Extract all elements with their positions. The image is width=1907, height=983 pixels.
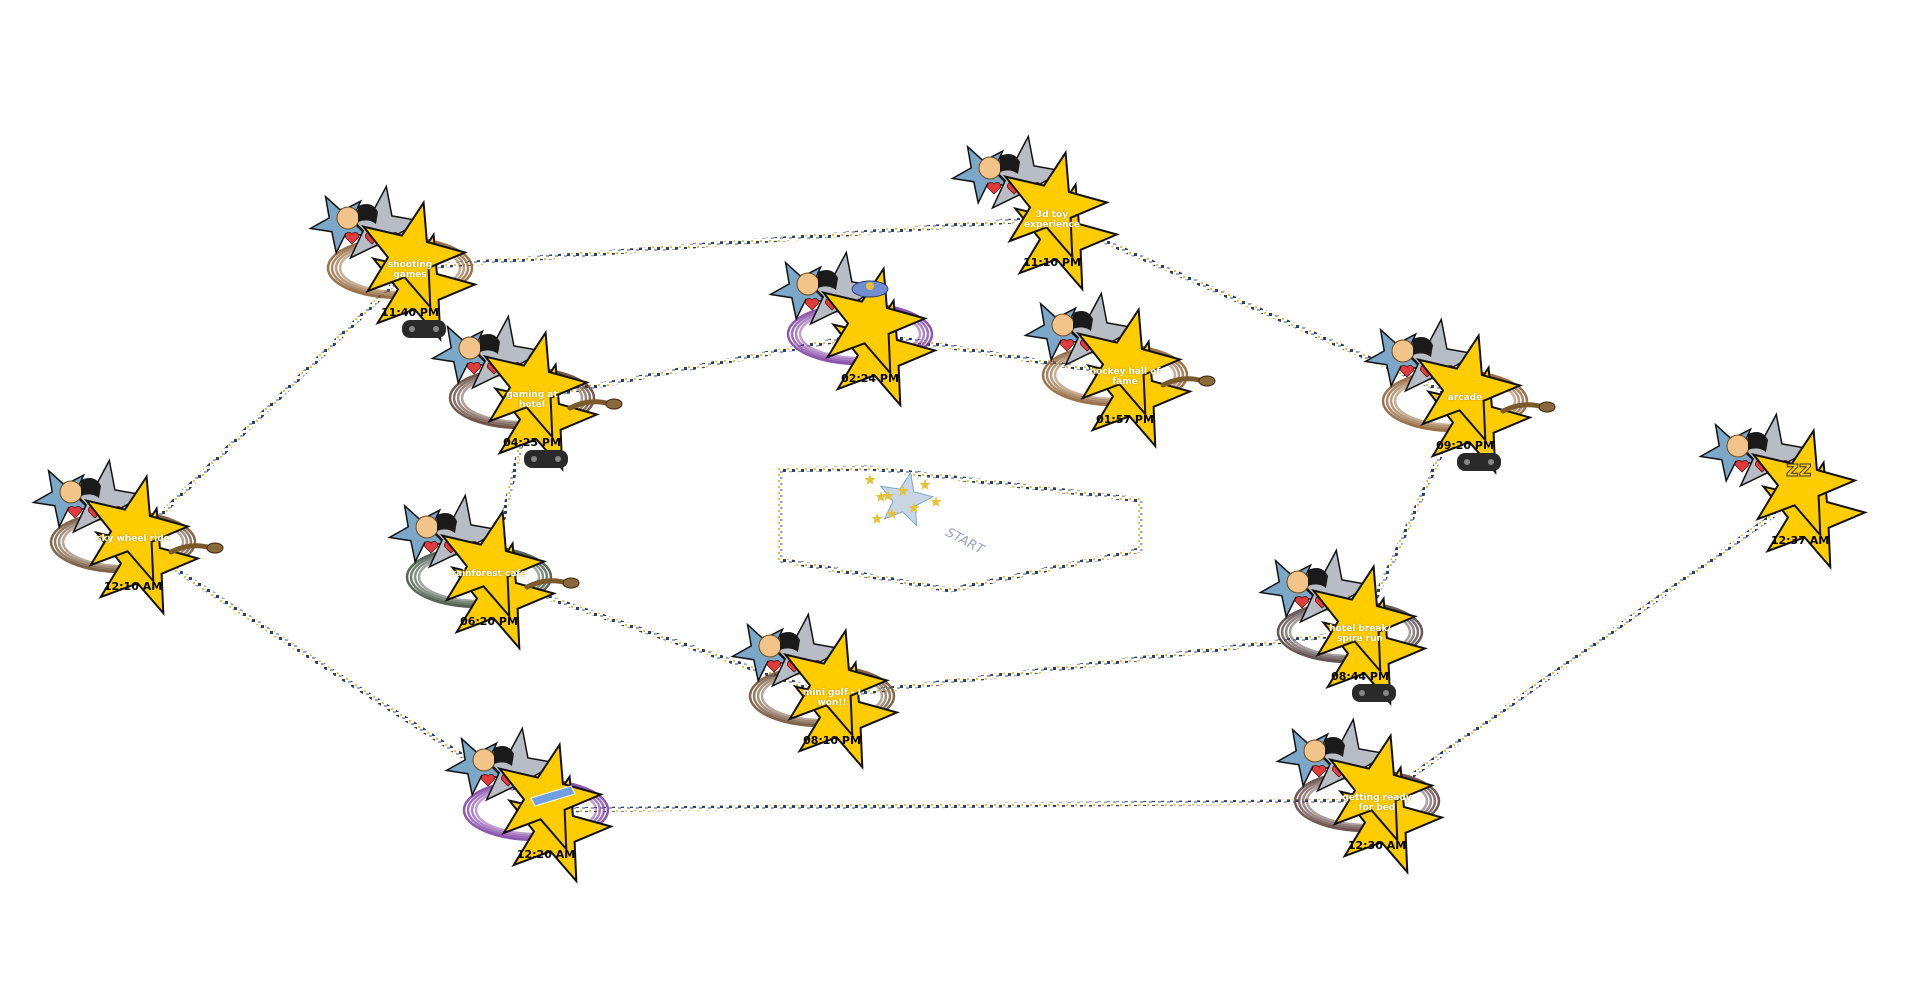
- stop-token: [430, 314, 623, 472]
- snake-icon: [168, 542, 224, 555]
- stop-token: [730, 612, 900, 770]
- heart-icon: [424, 541, 438, 554]
- stop-token: [1275, 717, 1445, 875]
- heart-icon: [345, 232, 359, 245]
- heart-icon: [1735, 460, 1749, 473]
- heart-icon: [767, 660, 781, 673]
- stop-time: 08:10 PM: [803, 734, 861, 747]
- gamepad-icon: [1352, 684, 1396, 702]
- stop-time: 04:25 PM: [503, 436, 561, 449]
- stop-token: [308, 184, 478, 342]
- gamepad-icon: [402, 320, 446, 338]
- avatar-icon: [796, 270, 838, 296]
- stop-token: [1023, 291, 1216, 449]
- start-area: START: [864, 471, 987, 558]
- gold-star-icon: [482, 329, 590, 440]
- stop-label: sky wheel ride: [96, 534, 170, 544]
- stop-token: [1363, 317, 1556, 475]
- heart-icon: [987, 182, 1001, 195]
- gold-star-icon: [820, 265, 928, 376]
- stop-time: 12:20 AM: [516, 848, 576, 861]
- stop-time: 02:24 PM: [841, 372, 899, 385]
- stop-token: zz: [1698, 412, 1868, 570]
- avatar-icon: [1303, 737, 1345, 763]
- avatar-icon: [472, 746, 514, 772]
- stop-token: [387, 493, 580, 651]
- avatar-icon: [1051, 311, 1093, 337]
- stop-time: 11:40 PM: [381, 306, 439, 319]
- gold-star-icon: [360, 199, 468, 310]
- gold-star-icon: [1750, 427, 1858, 538]
- heart-icon: [1312, 765, 1326, 778]
- stop-label: 3d toy experience: [1024, 210, 1080, 230]
- start-label: START: [943, 525, 987, 558]
- snake-icon: [1160, 375, 1216, 388]
- stop-time: 08:44 PM: [1331, 670, 1389, 683]
- avatar-icon: [59, 478, 101, 504]
- gold-star-icon: [1002, 149, 1110, 260]
- gold-star-icon: [1075, 306, 1183, 417]
- stop-token: [31, 458, 224, 616]
- gold-star-icon: [1310, 563, 1418, 674]
- gold-star-icon: [439, 508, 547, 619]
- heart-icon: [1060, 339, 1074, 352]
- heart-icon: [68, 506, 82, 519]
- avatar-icon: [458, 334, 500, 360]
- stop-token: [950, 134, 1120, 292]
- snake-icon: [524, 577, 580, 590]
- gamepad-icon: [1457, 453, 1501, 471]
- avatar-icon: [415, 513, 457, 539]
- gold-star-icon: [83, 473, 191, 584]
- heart-icon: [467, 362, 481, 375]
- blue-token-icon: [851, 280, 889, 298]
- gold-star-icon: [782, 627, 890, 738]
- stop-label: getting ready for bed: [1342, 793, 1412, 813]
- stop-time: 12:10 AM: [103, 580, 163, 593]
- sleep-zz-icon: zz: [1786, 457, 1812, 482]
- start-sparkle-icon: [864, 471, 942, 527]
- stop-label: arcade: [1447, 393, 1483, 403]
- gold-star-icon: [1327, 732, 1435, 843]
- trail-segment: [777, 465, 1143, 593]
- heart-icon: [1295, 596, 1309, 609]
- avatar-icon: [978, 154, 1020, 180]
- stop-label: shooting games: [387, 260, 433, 280]
- stop-time: 09:20 PM: [1436, 439, 1494, 452]
- blue-tag-icon: [530, 785, 576, 807]
- heart-icon: [1400, 365, 1414, 378]
- stop-time: 12:30 AM: [1347, 839, 1407, 852]
- avatar-icon: [1286, 568, 1328, 594]
- avatar-icon: [1726, 432, 1768, 458]
- stop-label: rainforest cafe: [451, 569, 527, 579]
- heart-icon: [481, 774, 495, 787]
- stop-token: [768, 250, 938, 408]
- snake-icon: [1500, 401, 1556, 414]
- avatar-icon: [336, 204, 378, 230]
- stop-time: 12:37 AM: [1770, 534, 1830, 547]
- avatar-icon: [1391, 337, 1433, 363]
- stop-label: gaming at hotel: [506, 390, 558, 410]
- stop-time: 01:57 PM: [1096, 413, 1154, 426]
- stop-label: hockey hall of fame: [1089, 367, 1161, 387]
- gold-star-icon: [1415, 332, 1523, 443]
- gamepad-icon: [524, 450, 568, 468]
- stop-label: hotel break/ spire run: [1329, 624, 1391, 644]
- stop-token: [444, 726, 614, 884]
- snake-icon: [567, 398, 623, 411]
- stop-token: [1258, 548, 1428, 706]
- stop-label: mini golf - I won!!: [802, 688, 862, 708]
- stop-time: 11:10 PM: [1023, 256, 1081, 269]
- avatar-icon: [758, 632, 800, 658]
- stop-time: 06:20 PM: [460, 615, 518, 628]
- heart-icon: [805, 298, 819, 311]
